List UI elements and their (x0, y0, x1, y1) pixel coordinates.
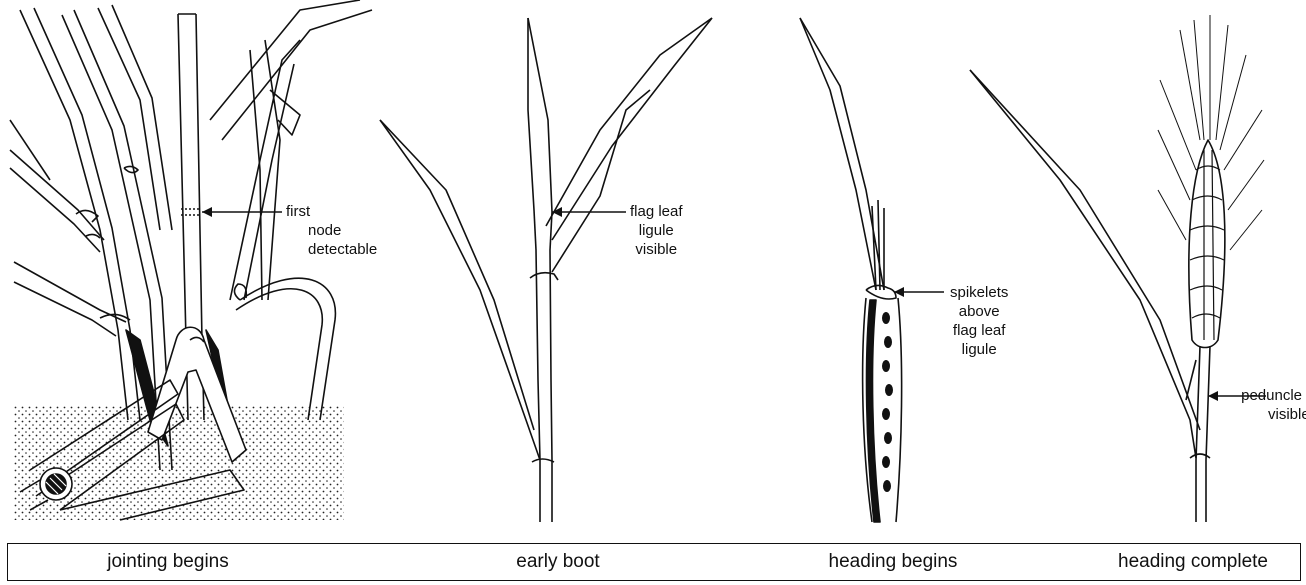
callout-line: ligule (630, 221, 683, 240)
callout-line: visible (630, 240, 683, 259)
jointing-begins-panel (10, 0, 372, 520)
stage-label-heading-complete: heading complete (1088, 544, 1298, 579)
callout-line: visible (1268, 405, 1302, 424)
peduncle-callout: peduncle visible (1268, 386, 1302, 424)
spikelets (882, 312, 893, 492)
callout-line: above (950, 302, 1008, 321)
callout-line: flag leaf (630, 202, 683, 221)
callout-line: detectable (286, 240, 377, 259)
callout-line: first (286, 202, 377, 221)
first-node-callout: first node detectable (286, 202, 377, 259)
callout-line: ligule (950, 340, 1008, 359)
callout-line: node (286, 221, 377, 240)
soil-stipple (14, 405, 344, 520)
flag-leaf-callout: flag leaf ligule visible (630, 202, 683, 259)
wheat-growth-stages-illustration (0, 0, 1306, 528)
stage-label-early-boot: early boot (458, 544, 658, 579)
heading-begins-panel (800, 18, 944, 522)
stage-label-bar: jointing begins early boot heading begin… (7, 543, 1301, 581)
spikelets-callout: spikelets above flag leaf ligule (950, 283, 1008, 359)
early-boot-panel (380, 18, 712, 522)
callout-line: spikelets (950, 283, 1008, 302)
callout-line: flag leaf (950, 321, 1008, 340)
callout-line: peduncle (1238, 386, 1302, 405)
heading-complete-panel (970, 15, 1266, 522)
stage-label-jointing: jointing begins (68, 544, 268, 579)
stage-label-heading-begins: heading begins (778, 544, 1008, 579)
